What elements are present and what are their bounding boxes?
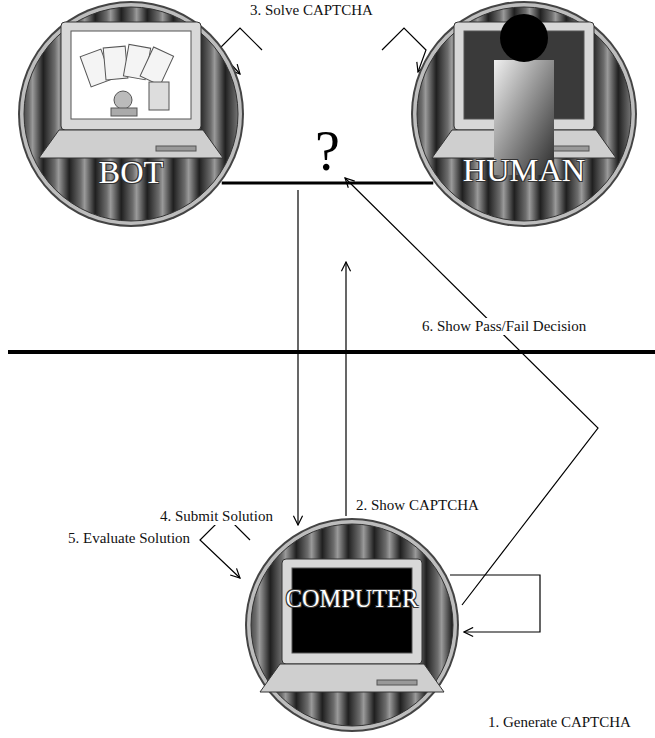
node-circle: BOT: [17, 0, 245, 228]
laptop-illustration: [39, 22, 223, 158]
step-label: 6. Show Pass/Fail Decision: [420, 318, 588, 335]
flow-arrow: [345, 262, 346, 516]
circle-shape: [244, 517, 460, 733]
loop-arrow: [382, 28, 426, 72]
node-circle: COMPUTER: [244, 517, 460, 733]
node-label: BOT: [17, 156, 245, 188]
edge-label: ?: [315, 123, 340, 179]
laptop-illustration: [260, 559, 444, 692]
circle-shape: [410, 0, 638, 228]
circle-outline: [18, 1, 244, 227]
flow-arrow: [297, 190, 298, 525]
step-label: 4. Submit Solution: [158, 508, 275, 525]
connector-line: [222, 182, 434, 185]
node-circle: HUMAN: [410, 0, 638, 228]
step-label: 3. Solve CAPTCHA: [248, 2, 375, 19]
circle-shape: [17, 0, 245, 228]
divider-line: [8, 350, 655, 354]
step-label: 1. Generate CAPTCHA: [486, 714, 633, 731]
laptop-illustration: [432, 14, 616, 175]
circle-outline: [411, 1, 637, 227]
circle-outline: [245, 518, 459, 732]
node-label: COMPUTER: [244, 587, 460, 611]
node-label: HUMAN: [410, 154, 638, 186]
step-label: 5. Evaluate Solution: [66, 530, 192, 547]
step-label: 2. Show CAPTCHA: [354, 497, 481, 514]
